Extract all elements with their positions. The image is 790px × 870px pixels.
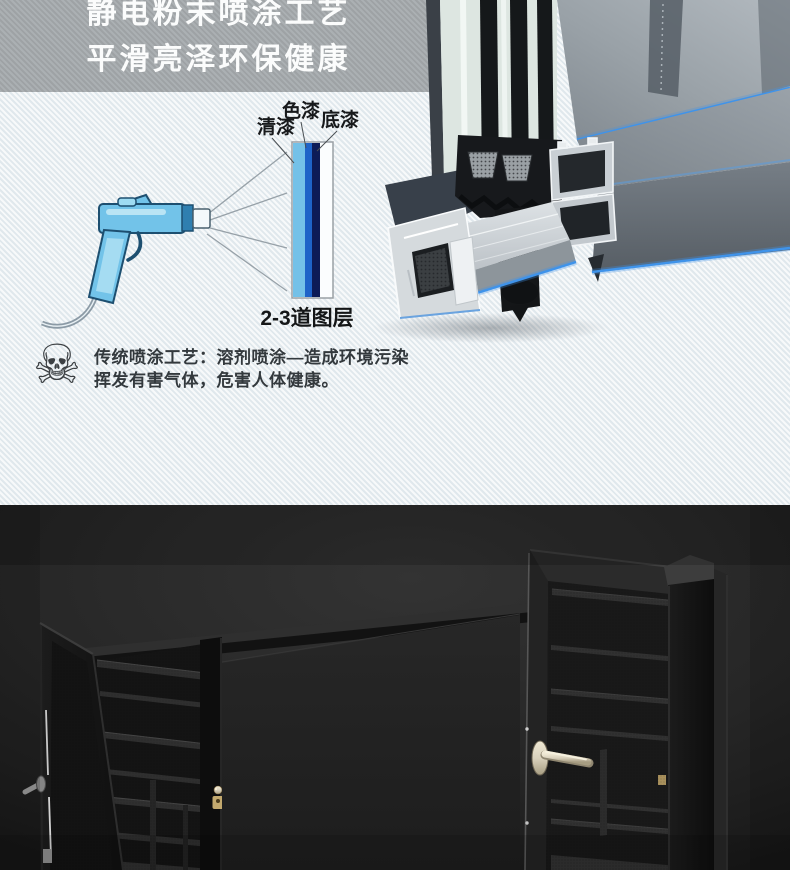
blue-edge-accent-1	[576, 86, 790, 142]
traditional-coating-warning: ☠ 传统喷涂工艺：溶剂喷涂—造成环境污染 挥发有害气体，危害人体健康。	[24, 334, 424, 396]
frame-front-face	[592, 162, 790, 272]
door-top-rail	[530, 550, 688, 595]
right-frame-jamb	[664, 555, 728, 870]
header-title-line1: 静电粉末喷涂工艺	[86, 0, 351, 30]
coating-process-section: 静电粉末喷涂工艺 平滑亮泽环保健康	[0, 0, 790, 505]
stile-screw-bottom	[525, 821, 529, 825]
warning-line1: 传统喷涂工艺：溶剂喷涂—造成环境污染	[94, 348, 409, 367]
sash-outer-face	[577, 88, 790, 188]
spray-gun-icon	[40, 193, 211, 329]
primer-layer	[312, 143, 320, 297]
glazing-gaskets	[455, 135, 562, 218]
left-door-handle	[22, 775, 46, 795]
paint-layers-bar	[291, 141, 334, 299]
triple-glazing	[440, 0, 557, 180]
door-left-stile	[524, 550, 548, 870]
clear-coat-layer	[293, 143, 305, 297]
bottom-rail	[400, 202, 577, 312]
vignette	[0, 505, 790, 870]
blue-edge-accent-3	[591, 246, 790, 274]
right-screen-door	[524, 549, 689, 870]
profile-top-face	[385, 170, 505, 245]
door-hinge-edge	[43, 709, 52, 863]
lock-keyhole	[212, 785, 224, 809]
skull-crossbones-icon: ☠	[32, 335, 82, 395]
clear-coat-label: 清漆	[257, 115, 295, 138]
warning-line2: 挥发有害气体，危害人体健康。	[94, 371, 339, 390]
spray-lines	[206, 151, 288, 292]
aluminum-chambers	[549, 137, 617, 249]
left-screen-door	[22, 622, 124, 870]
label-leader-lines	[271, 121, 338, 164]
black-doors-photo-section	[0, 505, 790, 870]
glazing-spacer-strip	[648, 0, 683, 97]
glass-pane-face	[557, 0, 790, 140]
section-header: 静电粉末喷涂工艺 平滑亮泽环保健康	[0, 0, 437, 92]
center-mullion	[200, 637, 224, 870]
stile-screw-top	[525, 727, 529, 731]
interior-grille-left	[85, 642, 215, 870]
layers-caption: 2-3道图层	[260, 306, 353, 330]
warning-text: 传统喷涂工艺：溶剂喷涂—造成环境污染 挥发有害气体，危害人体健康。	[94, 346, 409, 392]
thermal-break-column	[495, 206, 540, 322]
center-panel	[221, 613, 521, 870]
blue-edge-accent-2	[425, 260, 577, 311]
primer-label: 底漆	[321, 108, 359, 131]
black-screen-doors-photo	[0, 505, 790, 870]
color-coat-label: 色漆	[282, 99, 320, 122]
door-handle-gold	[531, 740, 594, 776]
header-title-line2: 平滑亮泽环保健康	[86, 43, 351, 76]
profile-cross-section	[387, 207, 481, 319]
color-coat-layer	[305, 143, 312, 297]
